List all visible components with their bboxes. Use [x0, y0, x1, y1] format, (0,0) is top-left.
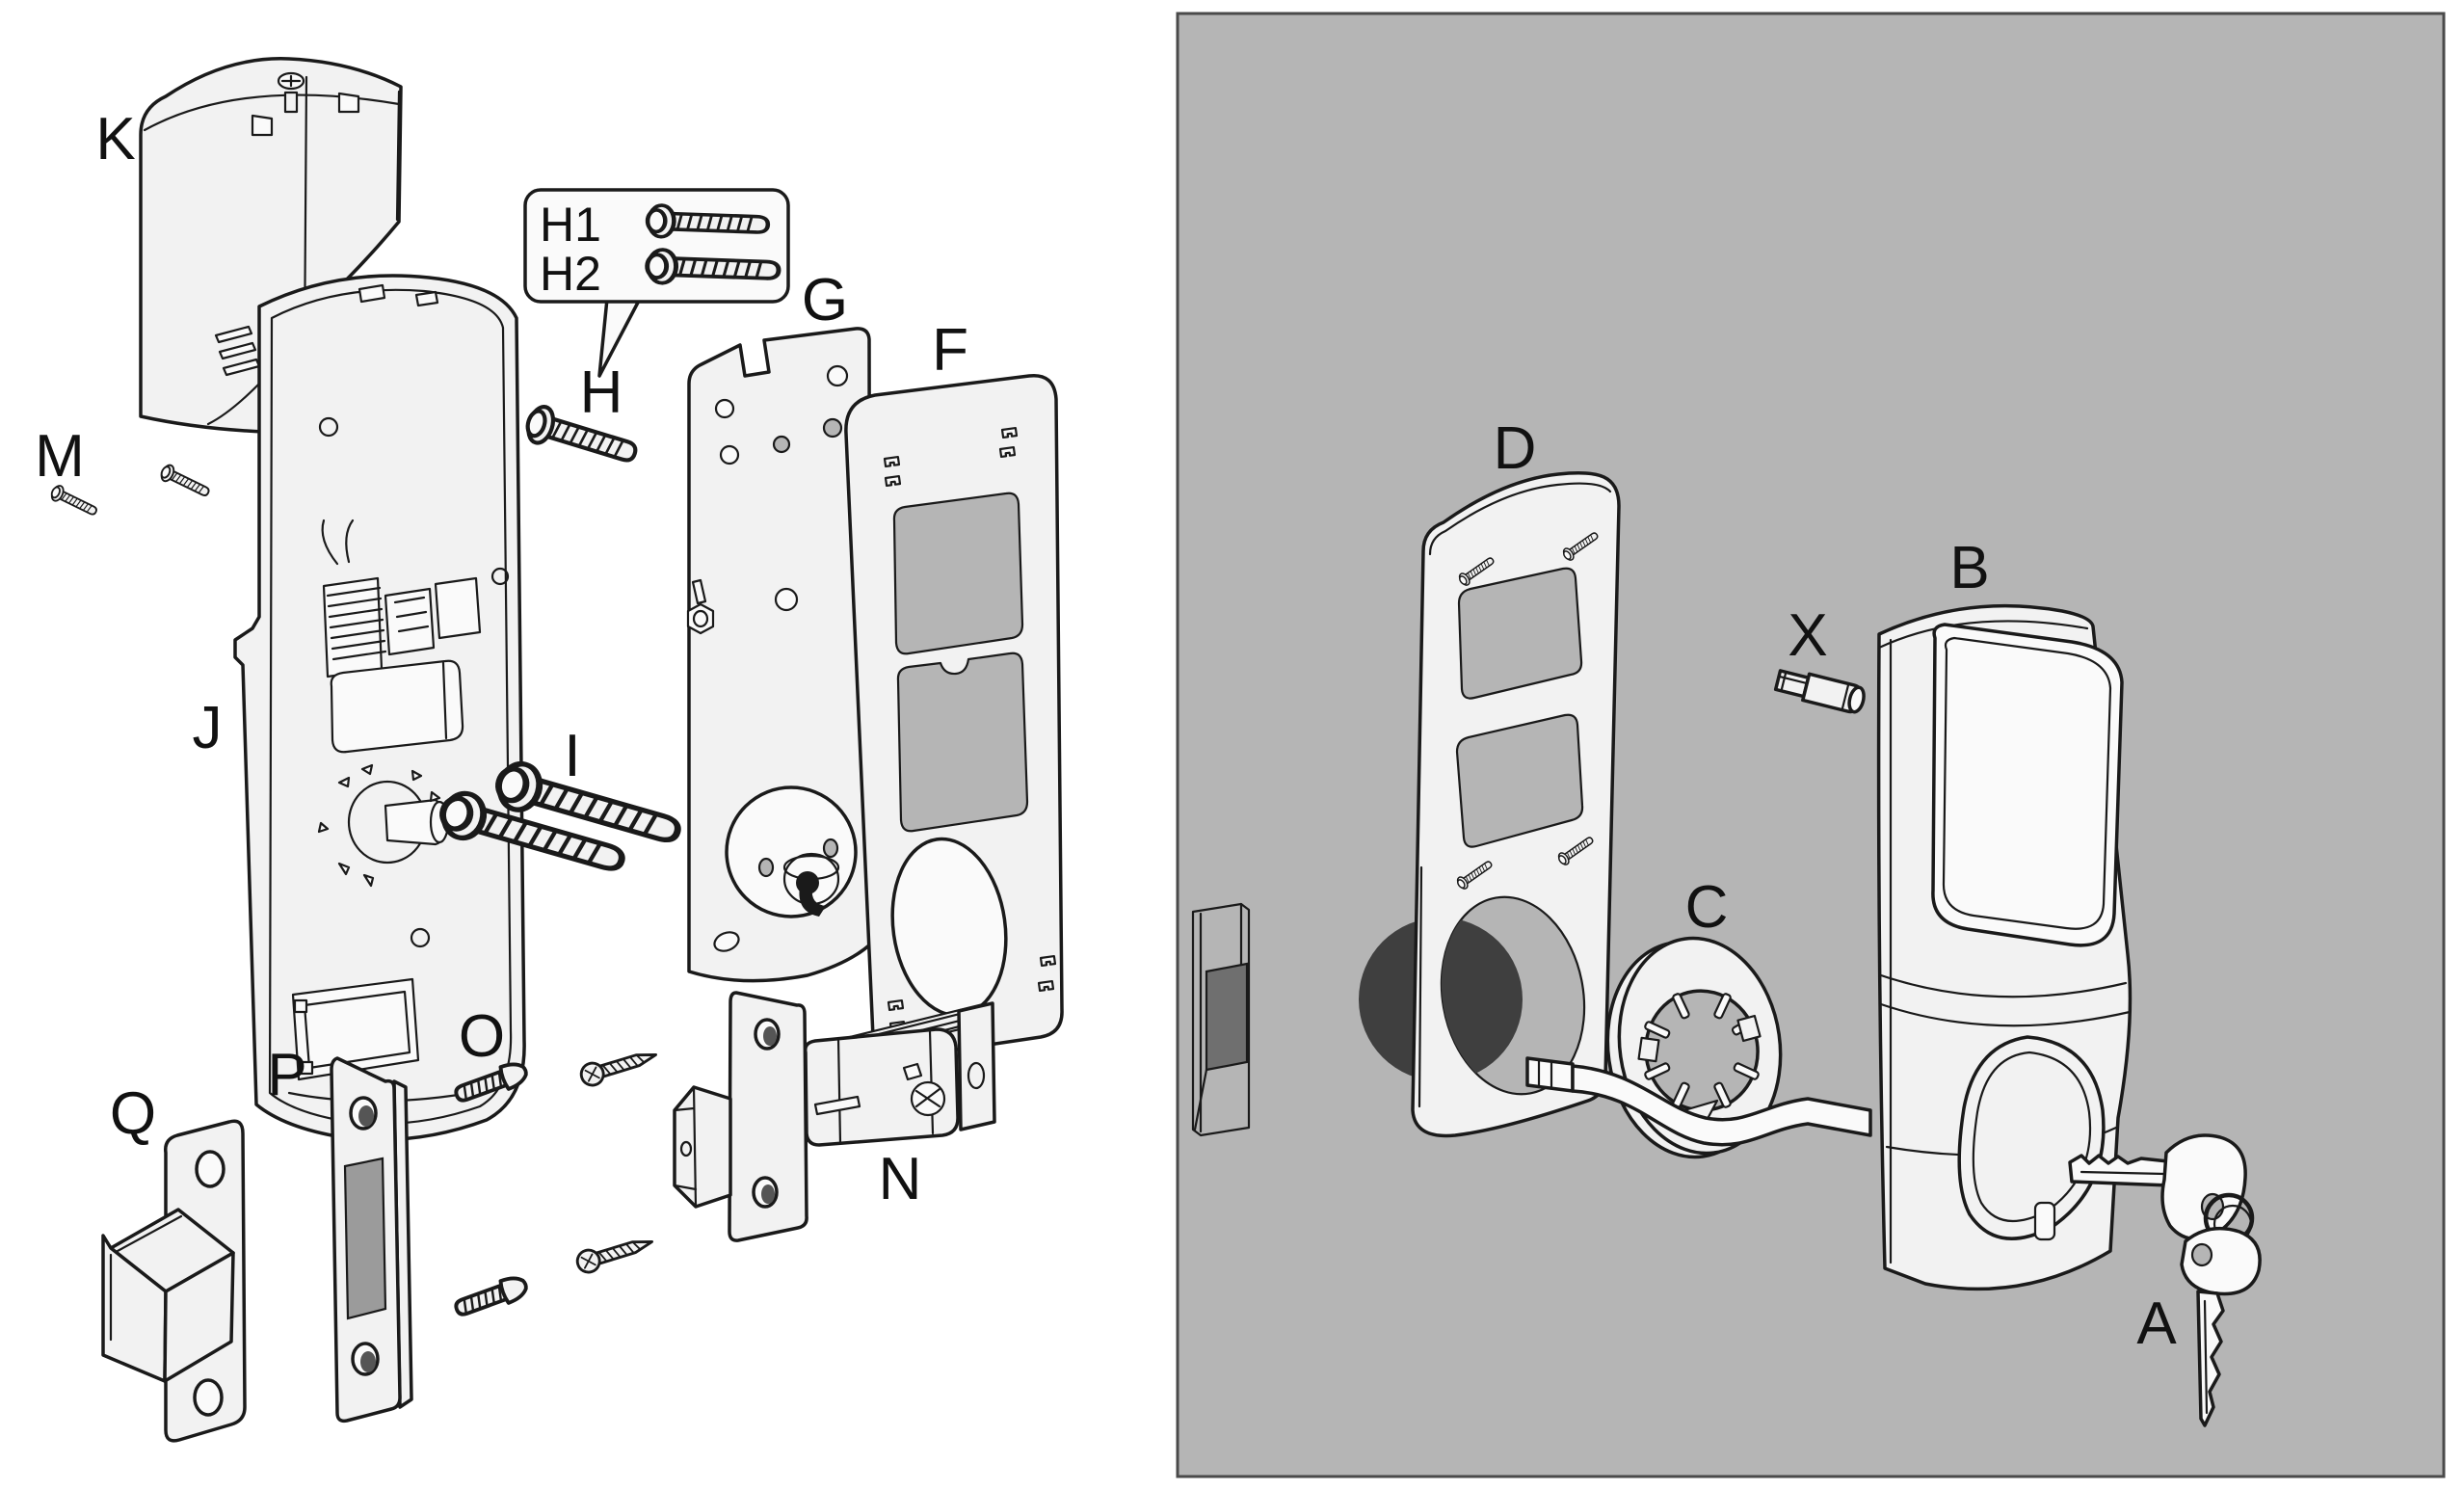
k-top-screw-icon — [277, 71, 305, 114]
d-lower-window — [1455, 713, 1584, 848]
callout-label-h2: H2 — [540, 247, 601, 301]
part-j-interior-assembly — [233, 274, 526, 1142]
part-label-h: H — [580, 359, 623, 426]
part-label-c: C — [1685, 874, 1729, 941]
g-crossbore-opening — [725, 785, 858, 918]
screw-o-dome-2 — [450, 1271, 532, 1322]
part-label-b: B — [1949, 535, 1989, 601]
f-lower-window — [896, 652, 1029, 833]
part-label-m: M — [35, 423, 85, 490]
part-q-dust-box — [101, 1119, 247, 1443]
b-touch-screen — [1931, 623, 2124, 947]
part-k-interior-cover — [139, 57, 403, 434]
part-label-p: P — [267, 1042, 306, 1108]
part-label-f: F — [932, 317, 968, 384]
part-label-i: I — [564, 723, 580, 789]
key-hanging — [2180, 1226, 2262, 1427]
door-panel — [1176, 12, 2446, 1478]
door-edge-mortise — [1191, 902, 1251, 1137]
screw-m-2 — [157, 462, 213, 502]
part-label-d: D — [1494, 415, 1537, 482]
part-b-keypad-assembly — [1876, 603, 2133, 1291]
latch-body — [803, 1027, 960, 1147]
part-label-g: G — [802, 267, 848, 333]
screw-o-wood-2 — [572, 1230, 657, 1277]
part-label-j: J — [193, 695, 223, 761]
part-label-q: Q — [110, 1080, 156, 1147]
part-label-o: O — [459, 1003, 505, 1070]
part-label-n: N — [879, 1146, 922, 1212]
callout-label-h1: H1 — [540, 198, 601, 252]
part-x-spindle-pin — [1773, 669, 1866, 714]
g-mounting-stud — [686, 578, 715, 635]
part-label-x: X — [1788, 602, 1827, 669]
callout-h-screws: H1 H2 — [523, 188, 790, 378]
part-n-latch-assembly — [673, 991, 996, 1242]
j-circuit-board — [321, 519, 482, 678]
part-p-strike-plate — [330, 1056, 413, 1423]
screw-o-wood-1 — [576, 1043, 661, 1090]
b-keyway-cover — [1957, 1035, 2106, 1241]
part-f-gasket-plate — [844, 373, 1064, 1061]
latch-bolt-head — [673, 1085, 732, 1209]
connector-cable — [1525, 1056, 1872, 1147]
latch-faceplate — [728, 991, 808, 1242]
d-upper-window — [1457, 567, 1583, 700]
f-upper-window — [892, 492, 1024, 655]
j-motor-block — [330, 659, 464, 754]
latch-rear-bracket — [957, 1001, 996, 1131]
part-a-keys — [2068, 1133, 2262, 1427]
part-label-k: K — [95, 106, 135, 173]
key-inserted — [2068, 1133, 2247, 1241]
part-g-mounting-plate — [686, 327, 872, 983]
part-d-mounting-plate — [1359, 471, 1621, 1138]
p-latch-opening — [343, 1157, 387, 1320]
j-lower-compartment — [287, 977, 484, 1115]
part-label-a: A — [2136, 1290, 2177, 1357]
